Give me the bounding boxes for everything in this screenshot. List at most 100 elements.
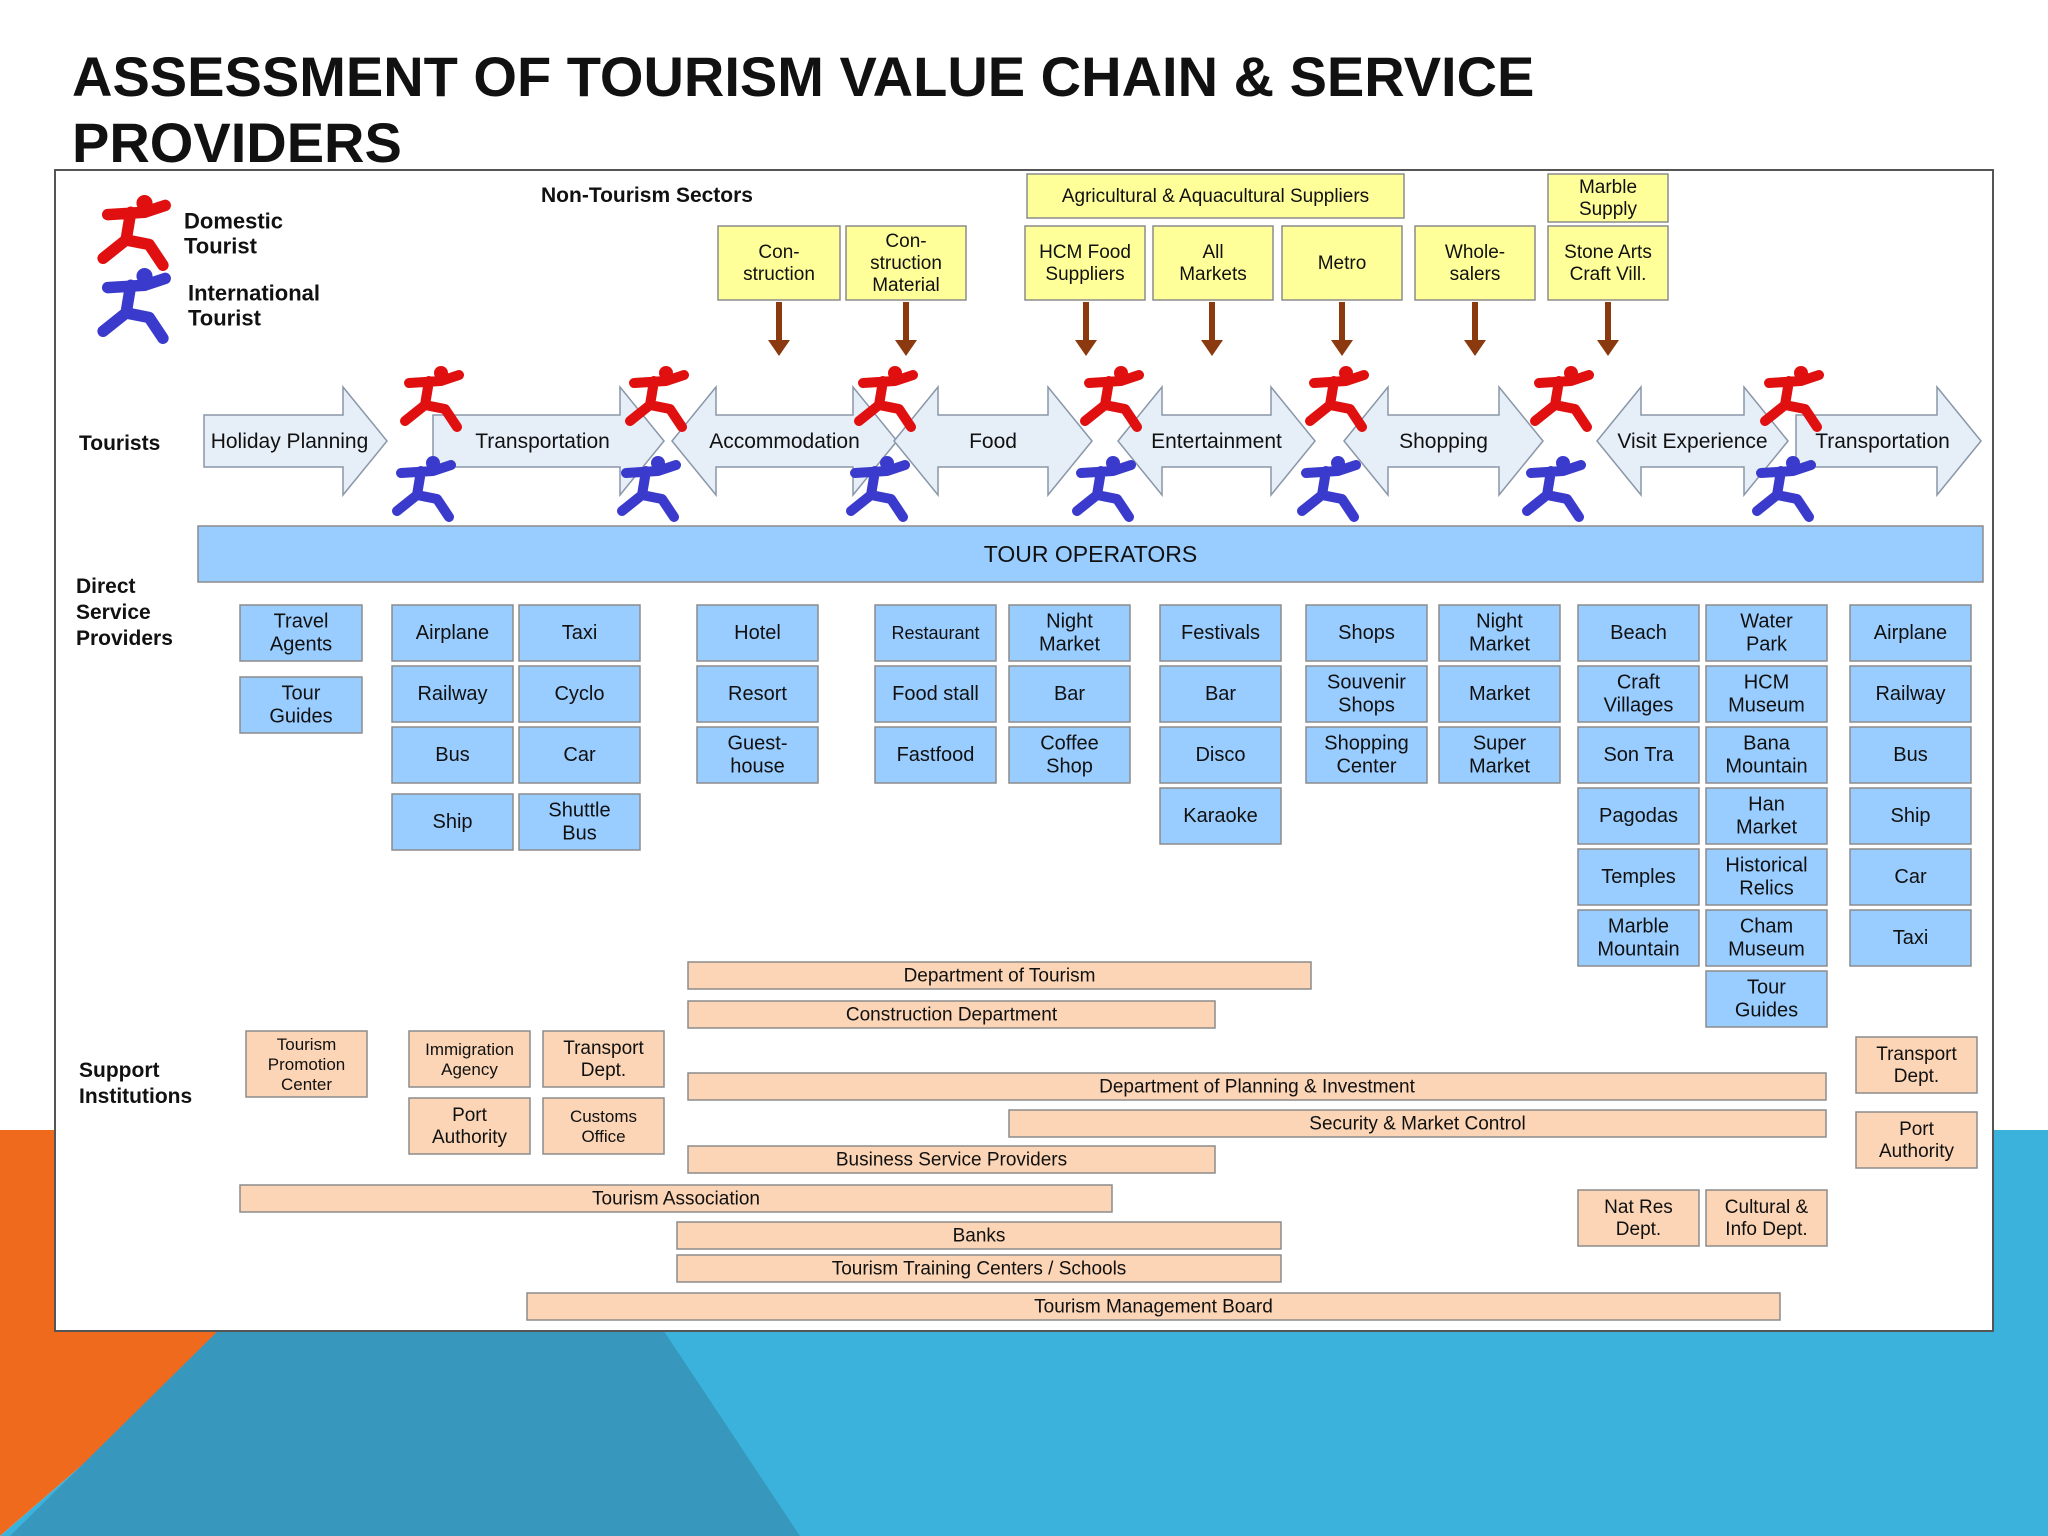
provider-box-box [239, 604, 363, 662]
support-box-label: Cultural &Info Dept. [1725, 1197, 1809, 1240]
domestic-tourist-figure [400, 366, 464, 432]
supplier-box-box [717, 225, 841, 301]
supplier-box: Whole-salers [1414, 225, 1536, 301]
support-box-label: Tourism Association [592, 1188, 760, 1209]
international-tourist-icon [97, 268, 171, 344]
support-box-box [676, 1254, 1282, 1283]
provider-box: Shops [1305, 604, 1428, 662]
provider-box: Restaurant [874, 604, 997, 662]
provider-box-box [1438, 604, 1561, 662]
support-box-box [1855, 1036, 1978, 1094]
domestic-tourist-figure [1080, 366, 1144, 432]
support-box-box [542, 1030, 665, 1088]
support-box-label: Security & Market Control [1309, 1113, 1525, 1134]
provider-box-box [1577, 848, 1700, 906]
provider-box-box [874, 604, 997, 662]
provider-box-box [1159, 726, 1282, 784]
value-chain-stage: Transportation [1795, 384, 1982, 498]
slide-title: ASSESSMENT OF TOURISM VALUE CHAIN & SERV… [72, 45, 1535, 174]
provider-box: Karaoke [1159, 787, 1282, 845]
provider-box-label: Karaoke [1183, 805, 1258, 827]
provider-box-box [1849, 604, 1972, 662]
provider-box-label: Railway [417, 683, 487, 705]
supplier-box-box [1026, 173, 1405, 219]
support-box-box [408, 1097, 531, 1155]
provider-box-box [696, 665, 819, 723]
provider-box: Bus [391, 726, 514, 784]
support-box-label: Construction Department [846, 1004, 1058, 1025]
provider-box: Taxi [1849, 909, 1972, 967]
provider-box-box [1438, 726, 1561, 784]
provider-box-box [1159, 604, 1282, 662]
support-box-box [1855, 1111, 1978, 1169]
provider-box-box [391, 604, 514, 662]
support-box-box [687, 1145, 1216, 1174]
provider-box: Airplane [1849, 604, 1972, 662]
provider-box-label: Hotel [734, 622, 781, 644]
provider-box: Ship [391, 793, 514, 851]
support-box-label: Banks [953, 1225, 1006, 1246]
supply-arrow [895, 302, 917, 356]
support-box: Banks [676, 1221, 1282, 1250]
supplier-box-label: Whole-salers [1445, 242, 1505, 285]
provider-box-box [391, 665, 514, 723]
support-box: Cultural &Info Dept. [1705, 1189, 1828, 1247]
international-tourist-figure [1522, 456, 1586, 522]
supplier-box-box [845, 225, 967, 301]
support-box-label: Department of Tourism [904, 965, 1096, 986]
support-box-box [687, 961, 1312, 990]
provider-box: Market [1438, 665, 1561, 723]
provider-box: Pagodas [1577, 787, 1700, 845]
provider-box-box [1577, 787, 1700, 845]
value-chain-stage: Entertainment [1117, 384, 1316, 498]
support-box-label: Business Service Providers [836, 1149, 1067, 1170]
provider-box: Cyclo [518, 665, 641, 723]
provider-box-label: Car [1894, 866, 1927, 888]
provider-box: Railway [1849, 665, 1972, 723]
value-chain-stage: Transportation [432, 384, 665, 498]
domestic-tourist-icon [97, 195, 171, 271]
provider-box-box [1705, 909, 1828, 967]
supplier-box-box [1414, 225, 1536, 301]
provider-box: Car [518, 726, 641, 784]
provider-box-label: Temples [1601, 866, 1675, 888]
support-box: Department of Tourism [687, 961, 1312, 990]
stage-label: Visit Experience [1617, 430, 1767, 453]
value-chain-stage: Food [893, 384, 1093, 498]
domestic-tourist-figure [1305, 366, 1369, 432]
value-chain-stage: Visit Experience [1596, 384, 1789, 498]
support-box-label: Tourism Management Board [1034, 1296, 1273, 1317]
provider-box-label: Market [1469, 683, 1531, 705]
support-box-box [542, 1097, 665, 1155]
provider-box-label: Shops [1338, 622, 1395, 644]
provider-box-label: Bar [1054, 683, 1085, 705]
